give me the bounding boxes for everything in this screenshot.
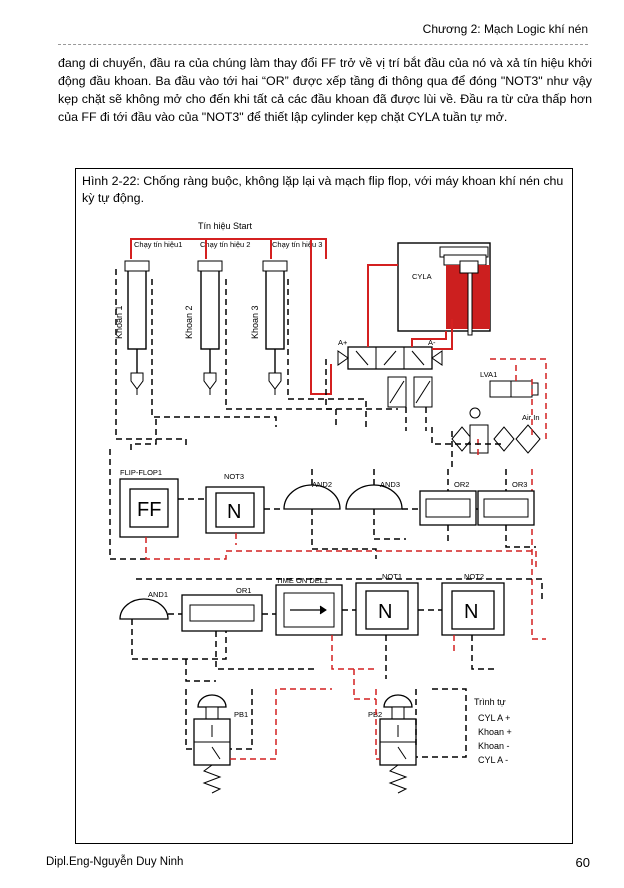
start-signal-label: Tín hiệu Start xyxy=(198,221,253,231)
sequence-step-3: Khoan - xyxy=(478,741,510,751)
flipflop1-label: FLIP-FLOP1 xyxy=(120,468,162,477)
drill3-label: Khoan 3 xyxy=(250,305,260,339)
pb2-button xyxy=(379,694,417,794)
signal3-label: Chạy tín hiệu 3 xyxy=(272,240,322,249)
timer-block xyxy=(275,584,343,636)
a-minus-label: A- xyxy=(428,338,436,347)
not1-label: NOT1 xyxy=(382,572,402,581)
drill-3 xyxy=(262,260,288,395)
active-supply-lines xyxy=(367,264,453,350)
drill-pilot-lines xyxy=(115,269,367,454)
flipflop1-block: FF xyxy=(119,478,179,538)
a-plus-label: A+ xyxy=(338,338,348,347)
sequence-step-1: CYL A + xyxy=(478,713,510,723)
and1-label: AND1 xyxy=(148,590,168,599)
pb1-button xyxy=(193,694,231,794)
logic-row2-lines xyxy=(131,578,543,682)
logic-row2-active-lines xyxy=(331,635,455,700)
pneumatic-circuit-diagram: Tín hiệu Start Chạy tín hiệu1 Chạy tín h… xyxy=(109,221,547,794)
sequence-step-4: CYL A - xyxy=(478,755,508,765)
not2-block: N xyxy=(441,582,505,636)
footer-author: Dipl.Eng-Nguyễn Duy Ninh xyxy=(46,856,184,868)
sequence-title: Trình tự xyxy=(474,697,506,707)
pushbutton-active-lines xyxy=(230,688,380,760)
pb2-label: PB2 xyxy=(368,710,382,719)
not3-label: NOT3 xyxy=(224,472,244,481)
signal2-label: Chạy tín hiệu 2 xyxy=(200,240,250,249)
and3-gate xyxy=(345,484,403,510)
cyla-cylinder xyxy=(397,242,491,336)
and3-label: AND3 xyxy=(380,480,400,489)
valve-pilot-lines xyxy=(325,359,504,469)
or1-label: OR1 xyxy=(236,586,251,595)
and1-gate xyxy=(119,598,169,620)
logic-row1-active-lines xyxy=(145,533,537,569)
or2-label: OR2 xyxy=(454,480,469,489)
drill2-label: Khoan 2 xyxy=(184,305,194,339)
lva1-label: LVA1 xyxy=(480,370,497,379)
cyla-label: CYLA xyxy=(412,272,432,281)
air-preparation-unit xyxy=(451,407,541,454)
signal1-label: Chạy tín hiệu1 xyxy=(134,240,182,249)
not1-n-symbol: N xyxy=(378,601,392,623)
logic-row1-lines xyxy=(109,449,536,560)
not1-block: N xyxy=(355,582,419,636)
or3-label: OR3 xyxy=(512,480,527,489)
start-signal-lines xyxy=(130,238,332,395)
lva1-valve xyxy=(489,380,539,398)
page-number: 60 xyxy=(575,855,590,870)
supply-dashed-lines xyxy=(477,358,547,640)
and2-label: AND2 xyxy=(312,480,332,489)
body-paragraph: đang di chuyển, đầu ra của chúng làm tha… xyxy=(58,56,592,124)
ff-symbol: FF xyxy=(137,499,161,521)
not3-n-symbol: N xyxy=(227,501,241,523)
or1-block xyxy=(181,594,263,632)
chapter-header: Chương 2: Mạch Logic khí nén xyxy=(422,22,588,36)
not3-block: N xyxy=(205,486,265,534)
drill-1 xyxy=(124,260,150,395)
not2-n-symbol: N xyxy=(464,601,478,623)
pushbutton-lines xyxy=(185,688,467,758)
figure-caption: Hình 2-22: Chống ràng buộc, không lặp lạ… xyxy=(82,174,564,205)
flow-controls xyxy=(387,376,433,408)
air-in-label: Air In xyxy=(522,413,540,422)
drill-2 xyxy=(197,260,223,395)
and2-gate xyxy=(283,484,341,510)
figure-frame: Hình 2-22: Chống ràng buộc, không lặp lạ… xyxy=(75,168,573,844)
main-valve xyxy=(337,346,443,370)
sequence-step-2: Khoan + xyxy=(478,727,512,737)
header-divider xyxy=(58,44,588,45)
drill1-label: Khoan 1 xyxy=(114,305,124,339)
pb1-label: PB1 xyxy=(234,710,248,719)
timer-label: TIME ON DEL1 xyxy=(276,576,328,585)
or2-block xyxy=(419,490,477,526)
not2-label: NOT2 xyxy=(464,572,484,581)
or3-block xyxy=(477,490,535,526)
